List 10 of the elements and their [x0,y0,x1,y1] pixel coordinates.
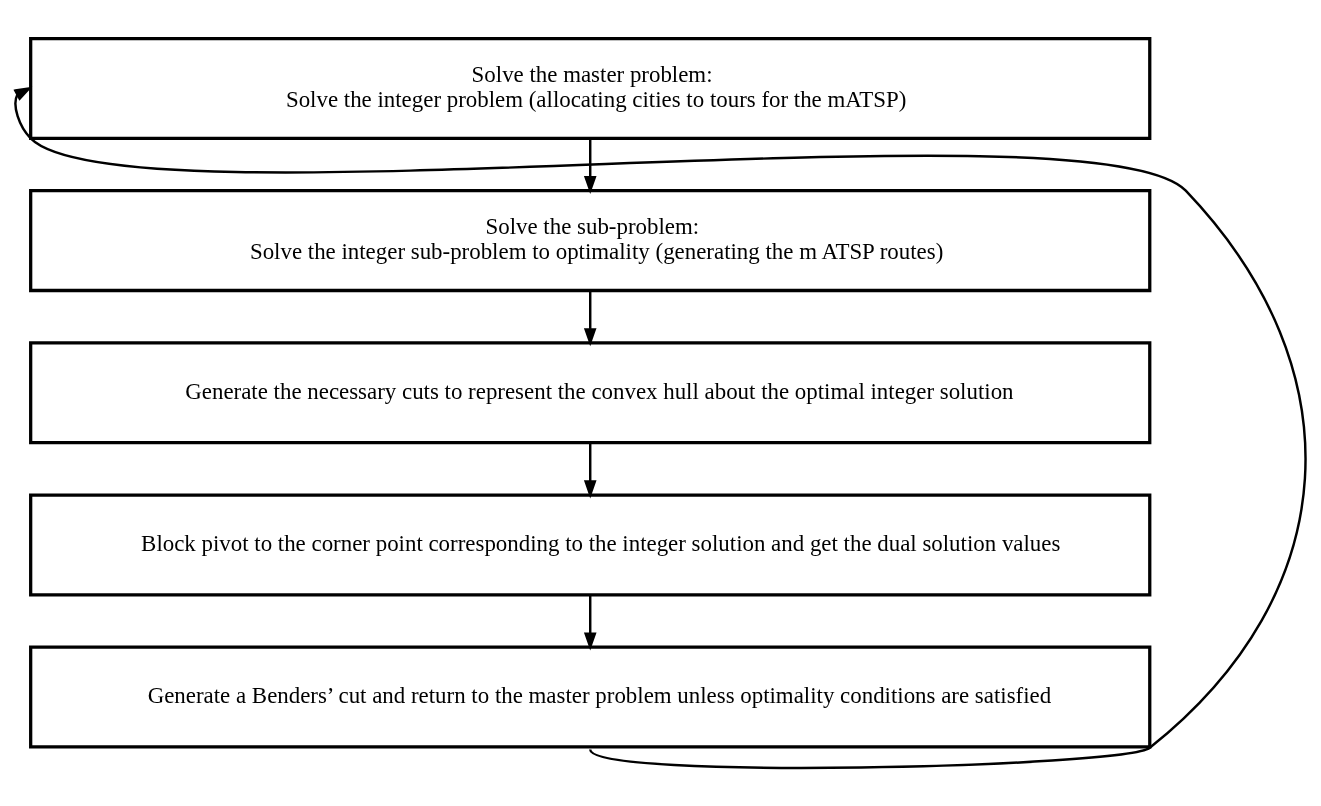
arrow [583,442,597,498]
arrow [583,594,597,651]
node-box: Solve the master problem: Solve the integer problem (allocating cities to tours for the mATSP) [29,36,1152,140]
arrow [583,290,597,346]
node-box: Block pivot to the corner point corresponding to the integer solution and get the dual solution values [29,492,1152,596]
node-box: Solve the sub-problem: Solve the integer sub-problem to optimality (generating the m ATSP routes) [29,188,1152,292]
node-box: Generate the necessary cuts to represent the convex hull about the optimal integer solution [29,340,1152,444]
arrow [583,137,597,194]
arrow [13,86,1307,769]
node-box: Generate a Benders’ cut and return to the master problem unless optimality conditions are satisfied [29,645,1152,749]
